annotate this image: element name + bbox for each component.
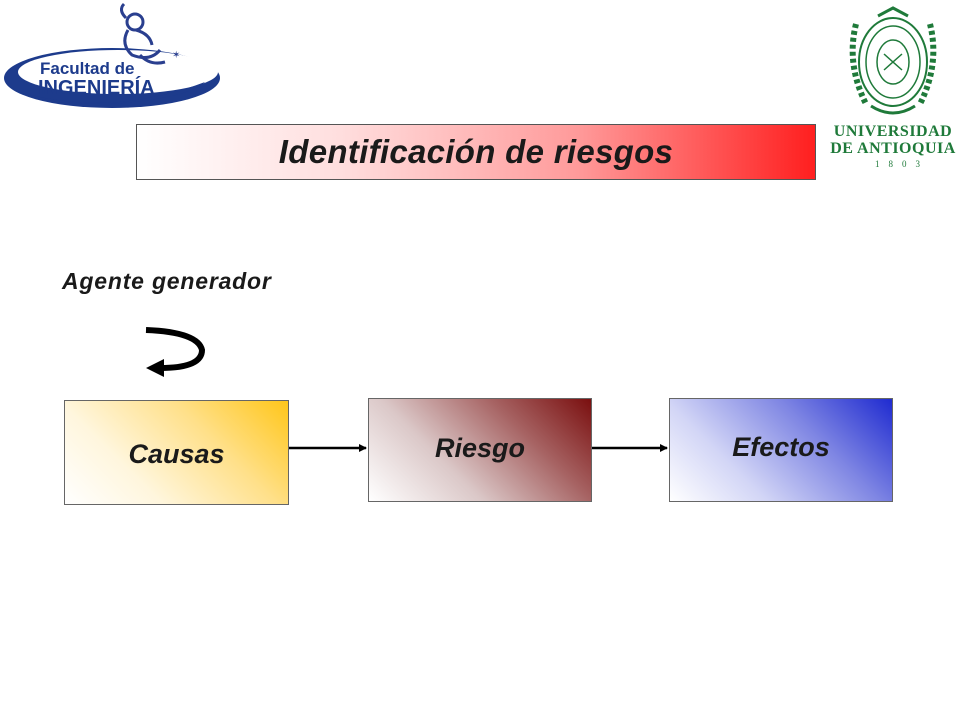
flow-box-efectos: Efectos	[669, 398, 893, 502]
logo-text-ingenieria: INGENIERÍA	[38, 76, 155, 99]
flow-box-causas: Causas	[64, 400, 289, 505]
facultad-ingenieria-logo: ✶ Facultad de INGENIERÍA	[0, 0, 225, 118]
universidad-antioquia-logo: UNIVERSIDAD DE ANTIOQUIA 1803	[826, 4, 960, 176]
flow-box-label: Riesgo	[434, 432, 526, 463]
title-banner: Identificación de riesgos	[136, 124, 816, 180]
university-year: 1803	[875, 159, 929, 169]
slide-title: Identificación de riesgos	[278, 133, 674, 170]
agent-label: Agente generador	[62, 268, 272, 294]
seal-icon	[849, 6, 937, 115]
university-name-line2: DE ANTIOQUIA	[830, 140, 956, 157]
flow-box-label: Causas	[128, 439, 225, 469]
flow-box-label: Efectos	[732, 431, 830, 462]
figure-emblem-icon	[119, 2, 166, 65]
facultad-ingenieria-logo-graphic: ✶ Facultad de INGENIERÍA	[4, 2, 220, 108]
flow-box-riesgo: Riesgo	[368, 398, 592, 502]
university-name-line1: UNIVERSIDAD	[833, 123, 953, 140]
curved-return-arrow-icon	[145, 327, 206, 377]
star-icon: ✶	[172, 50, 180, 61]
logo-text-facultad: Facultad de	[40, 59, 134, 78]
